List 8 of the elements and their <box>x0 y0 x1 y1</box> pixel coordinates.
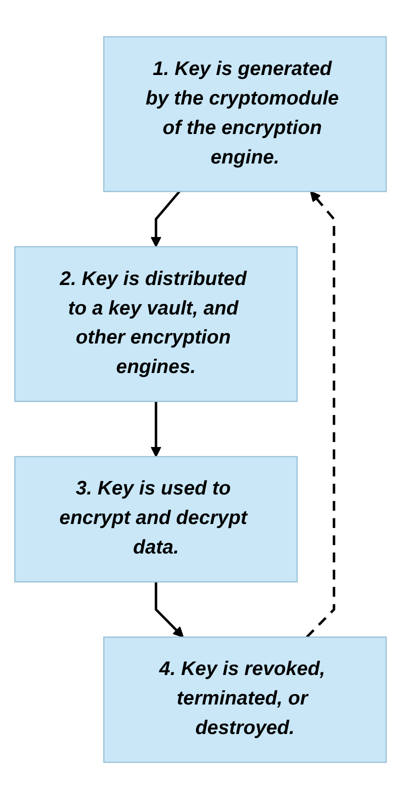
node-box: 4. Key is revoked, terminated, or destroyed. <box>103 636 387 764</box>
node-box: 2. Key is distributed to a key vault, and other encryption engines. <box>14 246 298 402</box>
arrow <box>150 402 162 458</box>
arrow <box>154 582 184 638</box>
arrow <box>150 191 180 248</box>
node-box: 1. Key is generated by the cryptomodule of the encryption engine. <box>103 36 387 193</box>
node-box: 3. Key is used to encrypt and decrypt data. <box>14 456 298 583</box>
arrow <box>306 191 336 638</box>
